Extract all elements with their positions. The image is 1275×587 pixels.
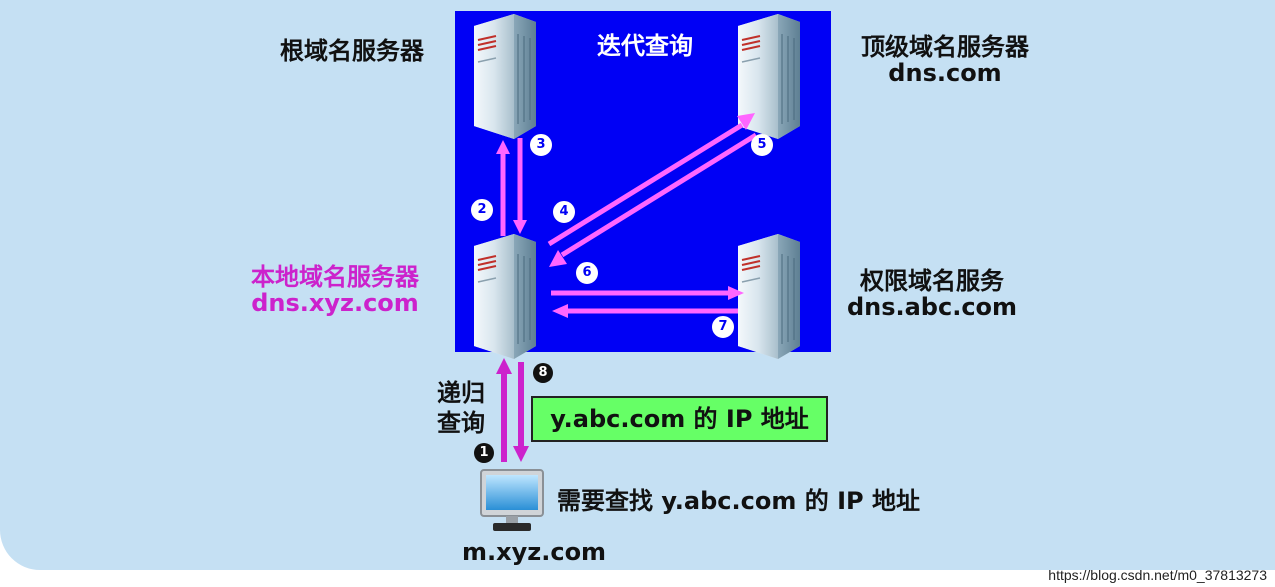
arrow-step-4 <box>547 113 755 247</box>
arrow-step-1 <box>496 358 512 462</box>
auth-server-domain: dns.abc.com <box>846 293 1018 321</box>
step-2-marker: 2 <box>471 199 493 221</box>
host-name-label: m.xyz.com <box>462 538 607 566</box>
step-3-marker: 3 <box>530 134 552 156</box>
arrow-step-5 <box>549 132 758 267</box>
tld-server-domain: dns.com <box>888 59 1002 87</box>
local-server-icon <box>473 233 537 360</box>
step-4-marker: 4 <box>553 201 575 223</box>
auth-server-label: 权限域名服务 <box>860 267 1004 295</box>
local-server-label: 本地域名服务器 <box>251 263 419 291</box>
step-1-marker: 1 <box>474 443 494 463</box>
step-5-marker: 5 <box>751 134 773 156</box>
auth-server-icon <box>737 233 801 360</box>
iterative-query-title: 迭代查询 <box>597 32 693 60</box>
root-server-label: 根域名服务器 <box>280 37 424 65</box>
local-server-domain: dns.xyz.com <box>251 289 419 317</box>
arrow-step-6 <box>551 286 744 300</box>
tld-server-label: 顶级域名服务器 <box>861 33 1029 61</box>
recursive-label-line2: 查询 <box>437 409 485 437</box>
answer-box: y.abc.com 的 IP 地址 <box>531 396 828 442</box>
step-6-marker: 6 <box>576 262 598 284</box>
recursive-label-line1: 递归 <box>437 379 485 407</box>
host-task-label: 需要查找 y.abc.com 的 IP 地址 <box>557 487 920 515</box>
arrow-step-3 <box>513 138 527 234</box>
root-server-icon <box>473 13 537 140</box>
arrow-step-8 <box>513 362 529 462</box>
arrow-step-2 <box>496 140 510 236</box>
step-8-marker: 8 <box>533 363 553 383</box>
source-url: https://blog.csdn.net/m0_37813273 <box>1048 567 1267 583</box>
arrow-step-7 <box>552 304 738 318</box>
host-computer-icon <box>480 469 544 531</box>
step-7-marker: 7 <box>712 316 734 338</box>
